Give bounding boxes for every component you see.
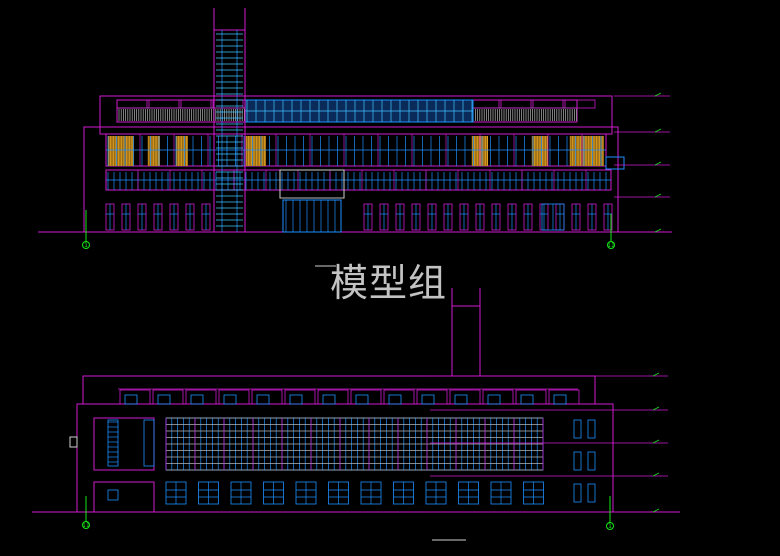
building-outline <box>83 126 619 233</box>
level-tick <box>654 193 662 198</box>
roof-unit-window <box>223 394 237 405</box>
roof-unit-window <box>388 394 402 405</box>
level-tick <box>652 472 660 477</box>
right-windows <box>573 419 596 503</box>
tower-glazing <box>216 30 243 232</box>
rear-elevation: 11 1 <box>32 288 680 541</box>
upper-glass-mullions <box>245 100 473 122</box>
roof-cap <box>532 99 564 109</box>
roof-unit-window <box>553 394 567 405</box>
right-window <box>587 451 596 471</box>
right-window <box>587 483 596 503</box>
curtain-wall-grid <box>165 417 544 471</box>
louver-panels <box>107 136 604 166</box>
level-tick <box>654 128 662 133</box>
axis-label-right-2: 1 <box>608 523 612 530</box>
axis-label-right: 11 <box>607 242 615 249</box>
left-small-window <box>107 489 119 501</box>
roof-unit-window <box>355 394 369 405</box>
axis-bubble-right-2 <box>606 522 614 530</box>
level-tick <box>652 508 660 513</box>
roof-unit-window <box>157 394 171 405</box>
roof-unit-window <box>487 394 501 405</box>
side-box-2 <box>69 436 78 448</box>
axis-bubble-right <box>607 241 615 249</box>
right-window <box>573 419 582 439</box>
right-window <box>573 451 582 471</box>
roof-cap <box>116 99 148 109</box>
roof-cap <box>500 99 532 109</box>
roof-unit-window <box>256 394 270 405</box>
roof-unit-window <box>190 394 204 405</box>
ground-floor-windows <box>105 203 613 231</box>
roof-cap <box>148 99 180 109</box>
level-tick <box>654 92 662 97</box>
mid-glass-mullions <box>106 134 606 166</box>
axis-label-left: 1 <box>84 242 88 249</box>
axis-bubble-left-2 <box>82 521 90 529</box>
right-window <box>587 419 596 439</box>
roof-unit-window <box>124 394 138 405</box>
level-tick <box>654 161 662 166</box>
roof-unit-window <box>520 394 534 405</box>
side-box <box>605 156 625 170</box>
roof-unit-window <box>454 394 468 405</box>
roof-units <box>118 388 580 405</box>
roof-unit-window <box>421 394 435 405</box>
right-window <box>573 483 582 503</box>
roof-unit-window <box>322 394 336 405</box>
level-markers <box>614 92 670 233</box>
left-lower-block <box>93 481 155 513</box>
left-glazing-2 <box>143 419 155 467</box>
ground-floor-windows-2 <box>165 481 544 505</box>
left-block-glazing <box>107 419 155 501</box>
axis-label-left-2: 11 <box>82 522 90 529</box>
axis-bubble-left <box>82 241 90 249</box>
level-tick <box>652 372 660 377</box>
entrance-door-mullions <box>280 197 344 232</box>
entrance-doors <box>282 199 342 233</box>
front-elevation: 1 11 <box>38 8 672 267</box>
roof-unit-window <box>289 394 303 405</box>
level-tick <box>652 406 660 411</box>
level-tick <box>652 439 660 444</box>
roof-cap <box>564 99 596 109</box>
level-markers-2 <box>430 372 668 513</box>
stair-tower <box>213 29 246 233</box>
roof-cap <box>180 99 212 109</box>
left-glazing <box>107 419 119 467</box>
level-tick <box>654 228 662 233</box>
lower-glass-mullions <box>106 170 611 190</box>
